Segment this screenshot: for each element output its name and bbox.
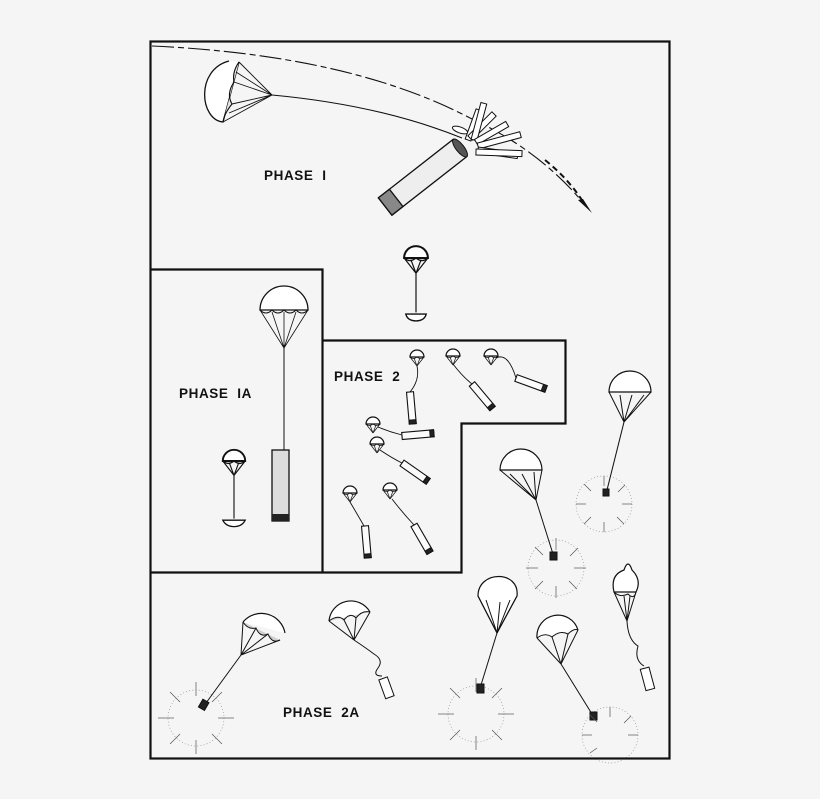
- phase-1a-large-parachute: [259, 285, 309, 522]
- label-phase-1a: PHASE IA: [179, 386, 252, 401]
- label-phase-1: PHASE I: [264, 168, 327, 183]
- main-parachute: [204, 60, 463, 139]
- dispenser-tube: [377, 101, 523, 217]
- burst-rays: [158, 476, 638, 754]
- frame: [149, 40, 671, 760]
- label-phase-2a: PHASE 2A: [283, 705, 360, 720]
- arrow-head-icon: [578, 199, 592, 213]
- label-phase-2: PHASE 2: [334, 369, 401, 384]
- phase-2-submunitions: [342, 348, 548, 559]
- phase-2a-parachutes: [167, 370, 656, 764]
- phase-1a-small-parachute: [221, 448, 247, 528]
- small-parachute-plate: [403, 245, 429, 322]
